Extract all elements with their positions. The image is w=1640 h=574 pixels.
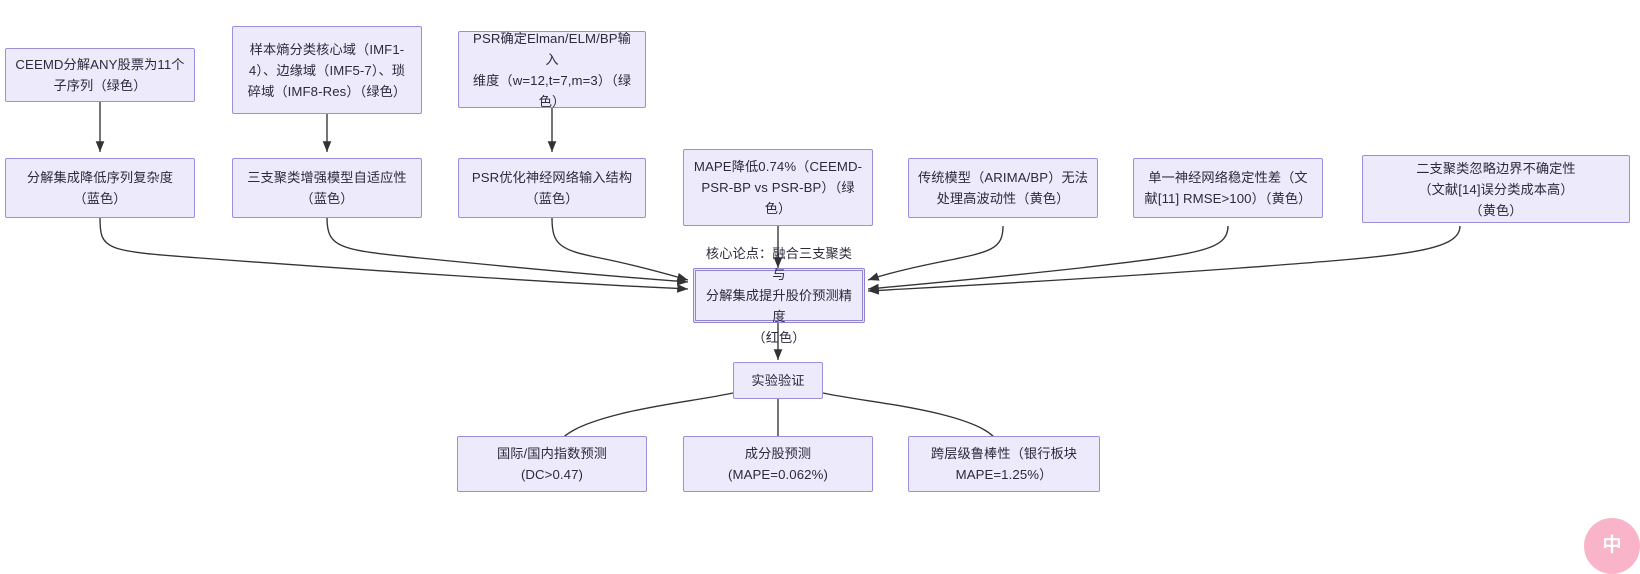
node-label: CEEMD分解ANY股票为11个 子序列（绿色） [15,57,185,93]
edge-n10-core [867,225,1461,295]
node-decomposition-reduces-complexity[interactable]: 分解集成降低序列复杂度 （蓝色） [5,158,195,218]
node-label: 分解集成降低序列复杂度 （蓝色） [26,170,174,206]
node-ceemd-decompose[interactable]: CEEMD分解ANY股票为11个 子序列（绿色） [5,48,195,102]
node-label: 核心论点：融合三支聚类与 分解集成提升股价预测精度 （红色） [705,246,853,345]
node-label: 国际/国内指数预测 (DC>0.47) [496,446,608,482]
node-experiment-validation[interactable]: 实验验证 [733,362,823,399]
node-sample-entropy-classify[interactable]: 样本熵分类核心域（IMF1- 4）、边缘域（IMF5-7）、琐 碎域（IMF8-… [232,26,422,114]
node-single-nn-instability[interactable]: 单一神经网络稳定性差（文 献[11] RMSE>100）（黄色） [1133,158,1323,218]
node-label: 单一神经网络稳定性差（文 献[11] RMSE>100）（黄色） [1144,170,1312,206]
node-label: 成分股预测 (MAPE=0.062%) [728,446,828,482]
node-label: 跨层级鲁棒性（银行板块 MAPE=1.25%） [930,446,1078,482]
edge-n6-core [551,217,689,282]
node-psr-input-dimension[interactable]: PSR确定Elman/ELM/BP输入 维度（w=12,t=7,m=3）（绿 色… [458,31,646,109]
node-result-constituent-stock[interactable]: 成分股预测 (MAPE=0.062%) [683,436,873,492]
edge-n4-core [99,217,689,293]
watermark-badge: 中 [1584,518,1640,574]
node-label: PSR确定Elman/ELM/BP输入 维度（w=12,t=7,m=3）（绿 色… [472,30,632,109]
node-result-index-prediction[interactable]: 国际/国内指数预测 (DC>0.47) [457,436,647,492]
node-three-way-clustering-adaptivity[interactable]: 三支聚类增强模型自适应性 （蓝色） [232,158,422,218]
node-label: MAPE降低0.74%（CEEMD- PSR-BP vs PSR-BP）（绿 色… [693,159,863,216]
node-traditional-model-limitation[interactable]: 传统模型（ARIMA/BP）无法 处理高波动性（黄色） [908,158,1098,218]
node-label: 传统模型（ARIMA/BP）无法 处理高波动性（黄色） [917,170,1089,206]
node-result-cross-level-robustness[interactable]: 跨层级鲁棒性（银行板块 MAPE=1.25%） [908,436,1100,492]
edge-n5-core [326,217,689,286]
node-label: 样本熵分类核心域（IMF1- 4）、边缘域（IMF5-7）、琐 碎域（IMF8-… [247,41,407,99]
edge-n9-core [867,225,1229,293]
watermark-text: 中 [1602,535,1622,556]
node-two-way-clustering-limitation[interactable]: 二支聚类忽略边界不确定性 （文献[14]误分类成本高） （黄色） [1362,155,1630,223]
edge-n8-core [867,225,1004,281]
node-label: 二支聚类忽略边界不确定性 （文献[14]误分类成本高） （黄色） [1416,160,1576,218]
node-mape-reduction-evidence[interactable]: MAPE降低0.74%（CEEMD- PSR-BP vs PSR-BP）（绿 色… [683,149,873,226]
node-label: 三支聚类增强模型自适应性 （蓝色） [247,170,407,206]
node-label: 实验验证 [751,373,805,388]
node-label: PSR优化神经网络输入结构 （蓝色） [471,170,633,206]
node-psr-optimizes-input-structure[interactable]: PSR优化神经网络输入结构 （蓝色） [458,158,646,218]
node-core-argument[interactable]: 核心论点：融合三支聚类与 分解集成提升股价预测精度 （红色） [693,246,865,345]
